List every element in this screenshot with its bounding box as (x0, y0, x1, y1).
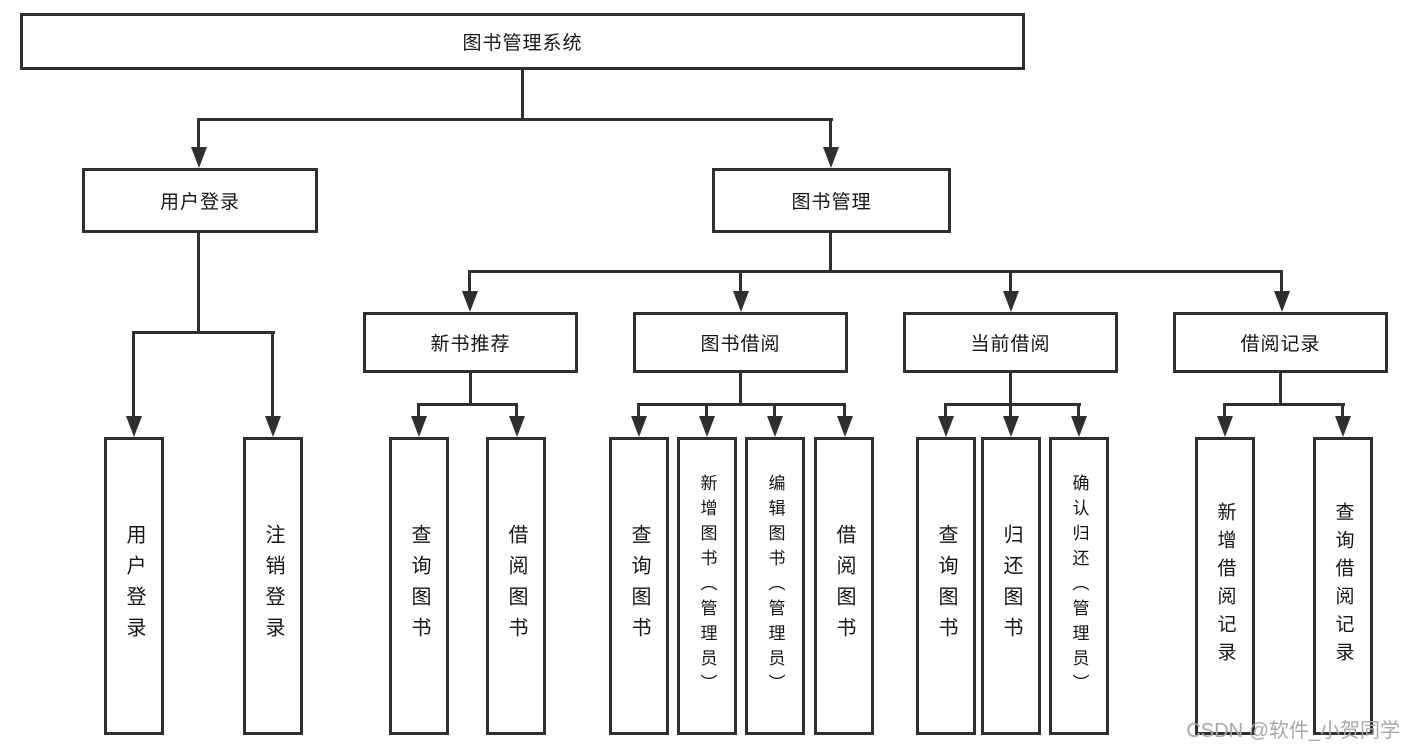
connector-line (515, 403, 518, 419)
connector-line (1009, 270, 1012, 295)
leaf-edit-book-admin: 编辑图书（管理员） (745, 437, 805, 735)
connector-line (1077, 403, 1080, 419)
arrow-down-icon (631, 416, 647, 437)
node-user-login: 用户登录 (82, 168, 318, 233)
connector-line (1009, 403, 1012, 419)
arrow-down-icon (265, 416, 281, 437)
leaf-query-books-current: 查询图书 (916, 437, 976, 735)
leaf-borrow-books: 借阅图书 (814, 437, 874, 735)
node-label: 确认归还（管理员） (1069, 473, 1089, 699)
connector-line (637, 403, 640, 419)
node-label: 新增图书（管理员） (697, 473, 717, 699)
node-label: 查询图书 (628, 524, 650, 648)
arrow-down-icon (509, 416, 525, 437)
arrow-down-icon (1335, 416, 1351, 437)
arrow-down-icon (823, 147, 839, 168)
arrow-down-icon (837, 416, 853, 437)
arrow-down-icon (733, 291, 749, 312)
connector-line (197, 118, 833, 121)
arrow-down-icon (191, 147, 207, 168)
node-label: 注销登录 (262, 524, 284, 648)
connector-line (1279, 371, 1282, 406)
leaf-user-login: 用户登录 (104, 437, 164, 735)
connector-line (468, 270, 1283, 273)
leaf-logout: 注销登录 (243, 437, 303, 735)
connector-line (468, 270, 471, 295)
node-label: 图书管理系统 (462, 33, 583, 54)
connector-line (705, 403, 708, 419)
connector-line (1280, 270, 1283, 295)
arrow-down-icon (1003, 291, 1019, 312)
node-library-management-system: 图书管理系统 (20, 13, 1025, 70)
connector-line (739, 270, 742, 295)
connector-line (197, 231, 200, 334)
node-label: 用户登录 (159, 192, 240, 213)
node-book-borrow: 图书借阅 (633, 312, 848, 373)
node-label: 图书管理 (791, 192, 872, 213)
node-label: 图书借阅 (700, 334, 781, 355)
connector-line (521, 68, 524, 120)
arrow-down-icon (1003, 416, 1019, 437)
leaf-query-books-recommend: 查询图书 (389, 437, 449, 735)
csdn-watermark: CSDN @软件_小贺同学 (1186, 720, 1400, 742)
node-label: 查询借阅记录 (1332, 502, 1354, 670)
arrow-down-icon (411, 416, 427, 437)
node-label: 归还图书 (1000, 524, 1022, 648)
connector-line (271, 331, 274, 417)
leaf-confirm-return-admin: 确认归还（管理员） (1049, 437, 1109, 735)
arrow-down-icon (699, 416, 715, 437)
node-label: 当前借阅 (970, 334, 1051, 355)
connector-line (773, 403, 776, 419)
leaf-query-books-borrow: 查询图书 (609, 437, 669, 735)
node-label: 新增借阅记录 (1214, 502, 1236, 670)
connector-line (944, 403, 947, 419)
connector-line (944, 403, 1081, 406)
connector-line (1009, 371, 1012, 406)
node-label: 用户登录 (123, 524, 145, 648)
leaf-return-books: 归还图书 (981, 437, 1041, 735)
node-book-management: 图书管理 (712, 168, 951, 233)
connector-line (829, 231, 832, 272)
node-label: 查询图书 (935, 524, 957, 648)
leaf-borrow-books-recommend: 借阅图书 (486, 437, 546, 735)
arrow-down-icon (1071, 416, 1087, 437)
connector-line (197, 118, 200, 150)
connector-line (1341, 403, 1344, 419)
arrow-down-icon (1274, 291, 1290, 312)
node-current-borrow: 当前借阅 (903, 312, 1118, 373)
node-label: 编辑图书（管理员） (765, 473, 785, 699)
arrow-down-icon (462, 291, 478, 312)
arrow-down-icon (767, 416, 783, 437)
connector-line (417, 403, 420, 419)
arrow-down-icon (126, 416, 142, 437)
leaf-add-borrow-record: 新增借阅记录 (1195, 437, 1255, 735)
connector-line (469, 371, 472, 406)
connector-line (843, 403, 846, 419)
connector-line (1223, 403, 1345, 406)
connector-line (1223, 403, 1226, 419)
connector-line (132, 331, 135, 417)
connector-line (132, 331, 275, 334)
arrow-down-icon (1217, 416, 1233, 437)
leaf-add-book-admin: 新增图书（管理员） (677, 437, 737, 735)
connector-line (739, 371, 742, 406)
node-label: 查询图书 (408, 524, 430, 648)
node-label: 新书推荐 (430, 334, 511, 355)
connector-line (417, 403, 518, 406)
node-new-book-recommend: 新书推荐 (363, 312, 578, 373)
node-borrow-records: 借阅记录 (1173, 312, 1388, 373)
node-label: 借阅记录 (1240, 334, 1321, 355)
node-label: 借阅图书 (833, 524, 855, 648)
connector-line (637, 403, 846, 406)
connector-line (829, 118, 832, 150)
leaf-query-borrow-record: 查询借阅记录 (1313, 437, 1373, 735)
arrow-down-icon (938, 416, 954, 437)
node-label: 借阅图书 (505, 524, 527, 648)
